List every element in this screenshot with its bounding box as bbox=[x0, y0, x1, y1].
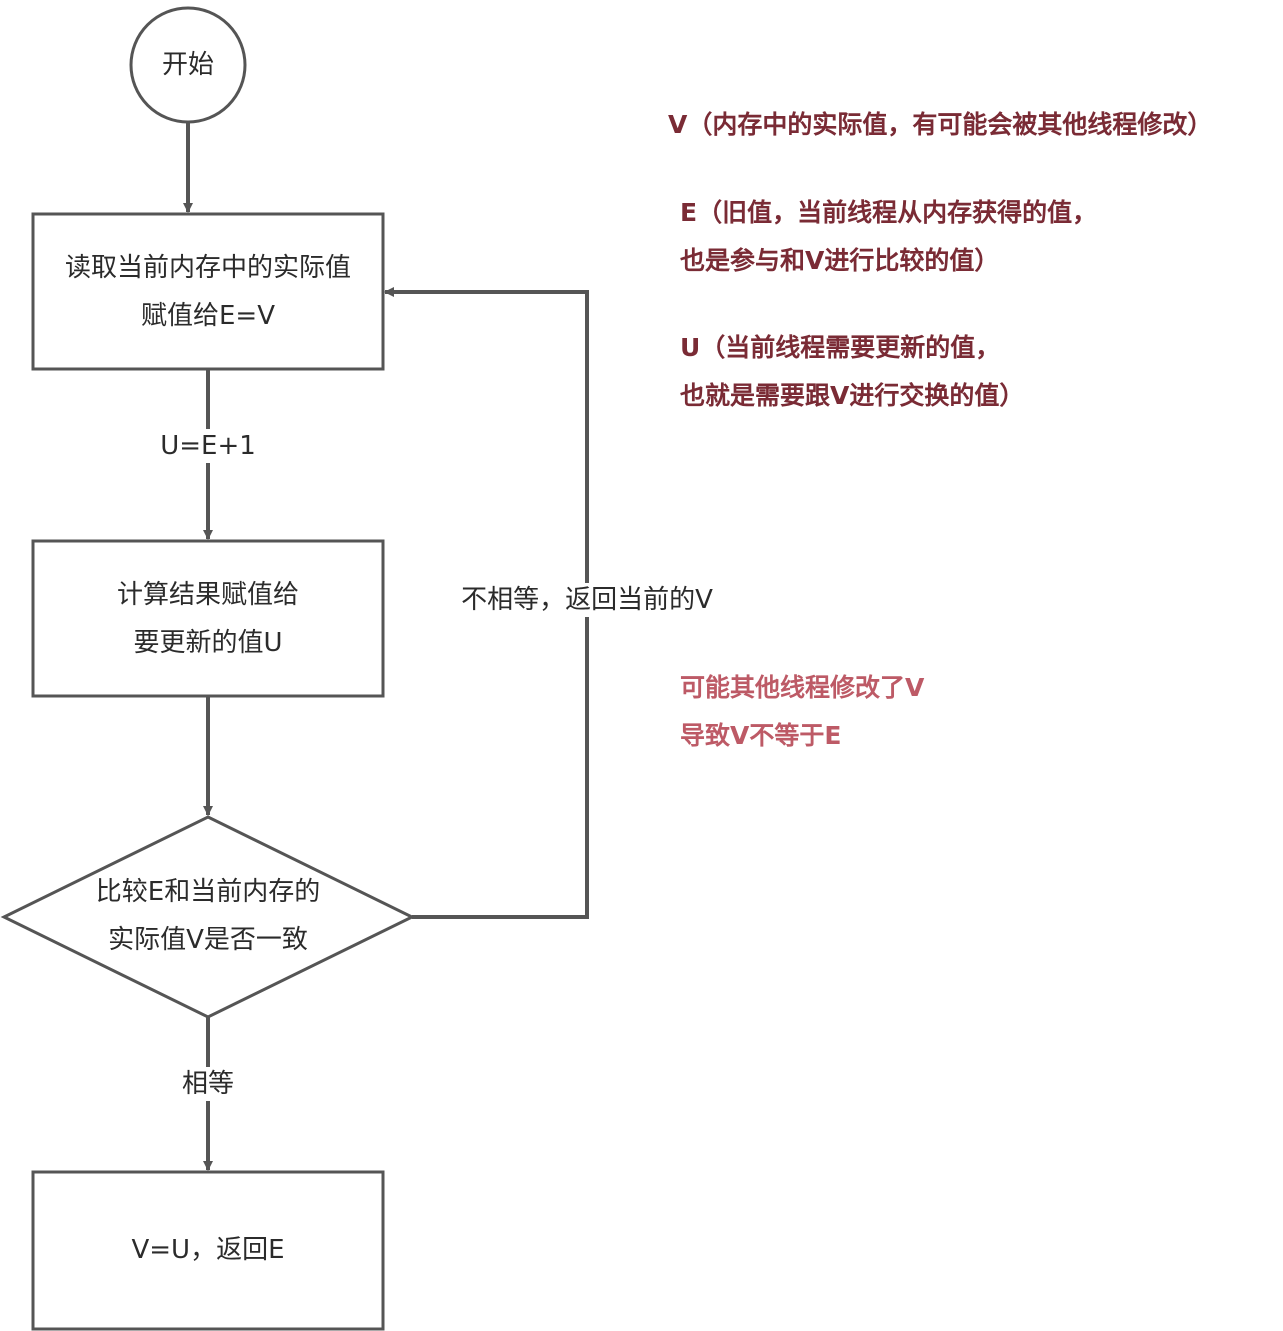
not-equal-label: 不相等，返回当前的V bbox=[447, 583, 727, 617]
note-u-line-1: U（当前线程需要更新的值， bbox=[680, 333, 1001, 362]
compare-decision-label: 比较E和当前内存的 实际值V是否一致 bbox=[40, 868, 376, 964]
swap-node-label: V=U，返回E bbox=[131, 1235, 285, 1265]
compare-decision-line-2: 实际值V是否一致 bbox=[108, 925, 308, 955]
swap-node-shape bbox=[31, 1170, 385, 1331]
assign-u-label: U=E+1 bbox=[150, 429, 266, 463]
note-conflict: 可能其他线程修改了V 导致V不等于E bbox=[680, 664, 924, 760]
equal-label: 相等 bbox=[168, 1067, 248, 1101]
read-node-label: 读取当前内存中的实际值 赋值给E=V bbox=[33, 244, 383, 340]
note-conflict-line-2: 导致V不等于E bbox=[680, 721, 842, 750]
note-conflict-line-1: 可能其他线程修改了V bbox=[680, 673, 925, 702]
note-u-line-2: 也就是需要跟V进行交换的值） bbox=[680, 381, 1025, 410]
compare-decision-line-1: 比较E和当前内存的 bbox=[95, 877, 321, 907]
note-u: U（当前线程需要更新的值， 也就是需要跟V进行交换的值） bbox=[680, 324, 1024, 420]
compute-node-label: 计算结果赋值给 要更新的值U bbox=[33, 571, 383, 667]
compute-node-shape bbox=[31, 539, 385, 698]
read-node-line-2: 赋值给E=V bbox=[141, 301, 275, 331]
note-v: V（内存中的实际值，有可能会被其他线程修改） bbox=[668, 110, 1213, 139]
read-node-line-1: 读取当前内存中的实际值 bbox=[64, 253, 351, 283]
note-e: E（旧值，当前线程从内存获得的值， 也是参与和V进行比较的值） bbox=[680, 189, 1097, 285]
note-e-line-2: 也是参与和V进行比较的值） bbox=[680, 246, 1000, 275]
compute-node-line-2: 要更新的值U bbox=[133, 628, 283, 658]
start-node-label: 开始 bbox=[161, 50, 214, 80]
read-node-shape bbox=[31, 212, 385, 371]
compute-node-line-1: 计算结果赋值给 bbox=[116, 580, 299, 610]
note-e-line-1: E（旧值，当前线程从内存获得的值， bbox=[680, 198, 1098, 227]
